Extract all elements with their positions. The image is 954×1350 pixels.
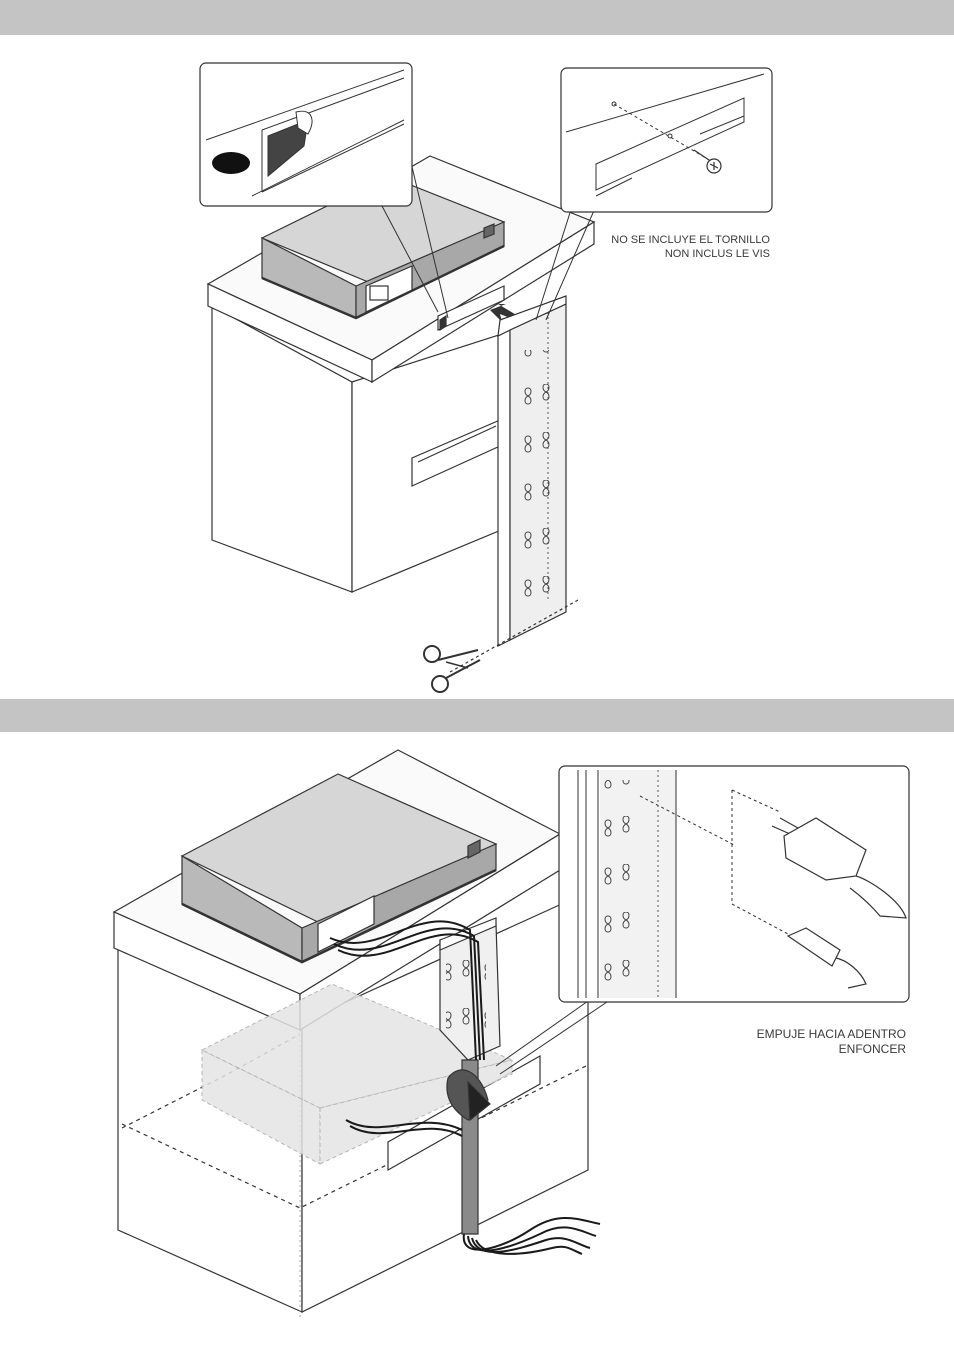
device-bottom — [180, 773, 498, 964]
screw-not-included-note: NO SE INCLUYE EL TORNILLO NON INCLUS LE … — [611, 233, 770, 261]
cable-bundle — [329, 920, 601, 1255]
counter-slot — [437, 285, 505, 332]
screw-note-french: NON INCLUS LE VIS — [664, 248, 770, 260]
screw-note-spanish: NO SE INCLUYE EL TORNILLO — [611, 234, 770, 246]
callout-peel-tab — [199, 62, 413, 207]
push-note-spanish: EMPUJE HACIA ADENTRO — [756, 1027, 906, 1041]
step-header-band-bottom — [0, 699, 954, 732]
callout-plug — [558, 765, 910, 1003]
cable-sleeve — [446, 1059, 491, 1235]
scissors-icon — [423, 645, 481, 693]
callout-lines-top — [381, 149, 597, 321]
callout-screw — [560, 67, 773, 213]
peel-tab-icon — [212, 152, 250, 174]
adhesive-strip-bottom — [439, 917, 501, 1061]
push-note-french: ENFONCER — [838, 1042, 906, 1056]
callout-lines-bottom — [495, 993, 611, 1075]
device-top — [260, 175, 506, 320]
push-in-note: EMPUJE HACIA ADENTRO ENFONCER — [757, 1027, 906, 1057]
adhesive-strip-top — [497, 295, 567, 647]
screw-icon — [693, 149, 722, 174]
step-header-band-top — [0, 0, 954, 35]
plug-icon — [771, 817, 907, 989]
cut-line — [449, 599, 579, 673]
